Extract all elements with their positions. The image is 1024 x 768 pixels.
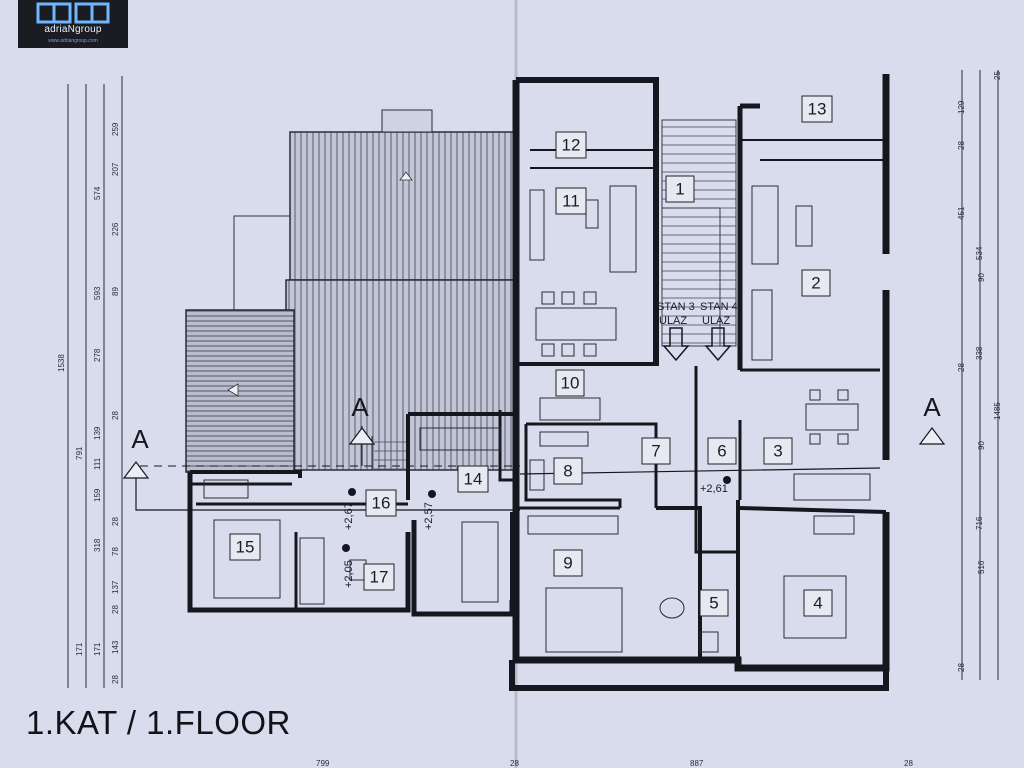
dim-right-mid-1: 338 [975,346,984,360]
room-2-label: 2 [811,273,820,292]
level-labels: +2,61 +2,67 +2,57 +2,05 [343,483,728,588]
room-13-label: 13 [808,99,827,118]
room-4-label: 4 [813,593,822,612]
dim-left-inner-5: 159 [93,488,102,502]
dim-right-outer: 1485 [993,402,1002,420]
room-17-label: 17 [370,567,389,586]
dim-right-inner-4: 28 [957,363,966,372]
dim-left-inner-7: 171 [93,642,102,656]
dim-bottom-0: 799 [316,759,330,768]
floor-title: 1.KAT / 1.FLOOR [26,704,291,741]
logo-url: www.adriangroup.com [48,38,98,44]
dim-right-inner-1: 28 [957,141,966,150]
dim-left-mid-1: 171 [75,642,84,656]
company-logo: adriaNgroup www.adriangroup.com [18,0,128,48]
dim-right-mid-0: 534 [975,246,984,260]
room-14-label: 14 [464,469,483,488]
level-2-57: +2,57 [423,502,435,530]
room-3-label: 3 [773,441,782,460]
section-mark-right: A [923,392,941,422]
room-6-label: 6 [717,441,726,460]
dim-left-innermost-9: 143 [111,640,120,654]
dim-left-innermost-10: 28 [111,675,120,684]
section-mark-middle: A [351,392,369,422]
entrance-ulaz-4: ULAZ [702,315,730,327]
dim-left-innermost-8: 28 [111,605,120,614]
entrance-stan-3: STAN 3 [657,301,695,313]
dim-left-inner-2: 278 [93,348,102,362]
room-16-label: 16 [372,493,391,512]
dim-bottom-2: 887 [690,759,704,768]
dim-left-innermost-0: 259 [111,122,120,136]
room-12-label: 12 [562,135,581,154]
right-dimension-labels: 1485 534 338 716 129 28 451 90 28 90 516… [957,71,1002,672]
level-2-61: +2,61 [700,483,728,495]
dim-left-inner-6: 318 [93,538,102,552]
dim-left-inner-3: 139 [93,426,102,440]
dim-left-innermost-7: 137 [111,580,120,594]
dim-left-inner-4: 111 [93,457,102,470]
dim-right-inner-5: 90 [977,441,986,450]
dim-right-inner-2: 451 [957,206,966,220]
staircase [661,119,737,347]
room-10-label: 10 [561,373,580,392]
dim-left-mid-0: 791 [75,446,84,460]
dim-left-inner-1: 593 [93,286,102,300]
dimension-lines [67,70,999,688]
dim-right-inner-0: 129 [957,100,966,114]
dim-left-innermost-1: 207 [111,162,120,176]
dim-right-inner-8: 25 [993,71,1002,80]
dim-right-inner-6: 516 [977,560,986,574]
building-walls [509,74,890,691]
dim-bottom-1: 28 [510,759,519,768]
dim-right-mid-2: 716 [975,516,984,530]
level-2-67: +2,67 [343,502,355,530]
entrance-stan-4: STAN 4 [700,301,738,313]
room-7-label: 7 [651,441,660,460]
logo-mark-icon [36,2,110,24]
level-2-05: +2,05 [343,560,355,588]
dim-left-innermost-3: 89 [111,287,120,296]
entrance-ulaz-3: ULAZ [659,315,687,327]
dim-left-innermost-5: 28 [111,517,120,526]
room-labels: 1 2 3 4 5 6 7 8 9 10 11 12 13 1 [229,95,833,617]
roof-area [185,109,517,473]
room-11-label: 11 [562,191,580,210]
bottom-dimension-labels: 799 28 887 28 [316,759,913,768]
dim-left-innermost-4: 28 [111,411,120,420]
dim-bottom-3: 28 [904,759,913,768]
entrance-arrows [662,327,732,362]
room-15-label: 15 [236,537,255,556]
room-1-label: 1 [675,179,684,198]
room-5-label: 5 [709,593,718,612]
logo-name: adriaNgroup [44,24,102,35]
dim-left-innermost-2: 226 [111,222,120,236]
level-markers [342,476,731,552]
room-8-label: 8 [563,461,572,480]
entrance-labels: STAN 3 ULAZ STAN 4 ULAZ [657,301,738,327]
furniture [203,185,871,653]
left-dimension-labels: 1538 791 171 574 593 278 139 111 159 318… [57,122,120,684]
section-mark-letters: A A A [131,392,941,454]
section-mark-left: A [131,424,149,454]
dim-left-outer: 1538 [57,354,66,372]
left-wing-walls [187,410,516,617]
dim-right-inner-7: 28 [957,663,966,672]
dim-right-inner-3: 90 [977,273,986,282]
dim-left-inner-0: 574 [93,186,102,200]
room-9-label: 9 [563,553,572,572]
dim-left-innermost-6: 78 [111,547,120,556]
